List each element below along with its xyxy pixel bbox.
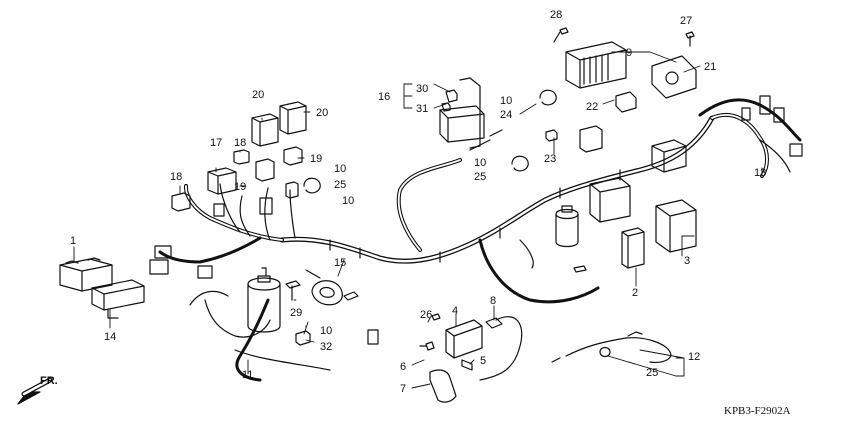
callout-5: 5 [480,355,486,367]
callout-12: 12 [688,351,700,363]
callout-14: 14 [104,331,116,343]
ignition-parts [419,313,523,403]
callout-20-b: 20 [316,107,328,119]
part-12-cable [551,331,672,363]
part-1-relay-box [59,257,113,292]
callout-18-a: 18 [234,137,246,149]
callout-25-a: 25 [334,179,346,191]
callout-15: 15 [334,257,346,269]
callout-10-c: 10 [334,163,346,175]
part-code: KPB3-F2902A [724,405,791,417]
callout-10-e: 10 [320,325,332,337]
callout-6: 6 [400,361,406,373]
part-14-module [91,279,145,319]
callout-30: 30 [416,83,428,95]
callout-21: 21 [704,61,716,73]
callout-7: 7 [400,383,406,395]
relays-group [149,101,307,279]
leader-lines [73,51,763,389]
clamps [303,89,611,358]
callout-32: 32 [320,341,332,353]
callout-2: 2 [632,287,638,299]
front-label: FR. [40,375,58,387]
callout-24: 24 [500,109,512,121]
callout-10-d: 10 [342,195,354,207]
callout-10-b: 10 [474,157,486,169]
part-16-connector-block [439,77,503,151]
callout-labels: 1 2 3 4 5 6 7 8 9 10 10 10 10 10 11 12 1… [40,9,791,417]
callout-31: 31 [416,103,428,115]
callout-26: 26 [420,309,432,321]
callout-8: 8 [490,295,496,307]
callout-10-a: 10 [500,95,512,107]
coil-cans [247,205,579,333]
callout-23: 23 [544,153,556,165]
callout-27: 27 [680,15,692,27]
callout-1: 1 [70,235,76,247]
callout-20-a: 20 [252,89,264,101]
callout-25-b: 25 [474,171,486,183]
callout-17: 17 [210,137,222,149]
callout-25-c: 25 [646,367,658,379]
callout-11: 11 [242,369,253,381]
callout-3: 3 [684,255,690,267]
callout-18-b: 18 [170,171,182,183]
callout-16: 16 [378,91,390,103]
regulator-assembly [553,27,697,113]
callout-9: 9 [626,47,632,59]
callout-29: 29 [290,307,302,319]
callout-4: 4 [452,305,458,317]
part-15-horn [305,269,359,306]
callout-28: 28 [550,9,562,21]
callout-13: 13 [754,167,766,179]
callout-22: 22 [586,101,598,113]
front-direction-arrow [17,377,53,405]
callout-19-a: 19 [234,181,246,193]
small-fasteners [285,129,587,346]
callout-19-b: 19 [310,153,322,165]
right-components [579,95,803,269]
main-harness [158,98,802,382]
